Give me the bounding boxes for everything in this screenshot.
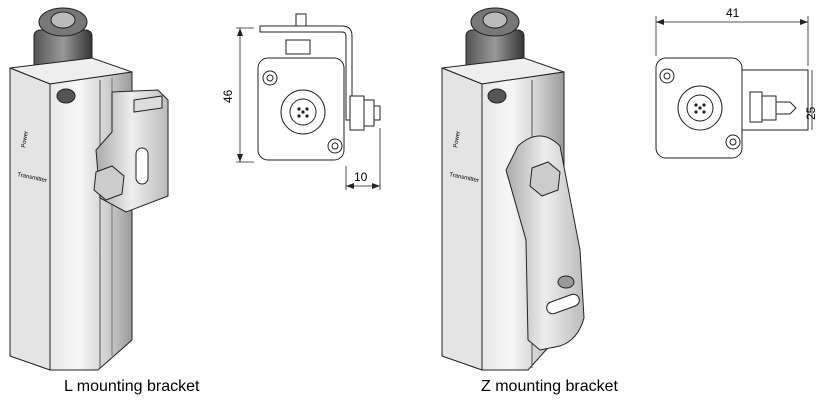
screw-icon: [56, 88, 76, 104]
l-bracket-drawing: 46 10: [221, 13, 381, 190]
bracket-slot: [135, 147, 149, 185]
bolt-icon: [93, 165, 125, 201]
power-label: Power: [21, 131, 30, 149]
bolt-icon-z: [529, 161, 561, 197]
z-bracket-perspective: Power Transmitter: [441, 7, 585, 371]
housing-body: [9, 67, 51, 371]
dim-25-label: 25: [804, 106, 816, 120]
dim-41-label: 41: [726, 6, 740, 20]
z-bracket-drawing: 41 25: [655, 6, 816, 159]
dim-10-label: 10: [354, 170, 368, 184]
power-label-z: Power: [453, 131, 462, 149]
z-bracket-plate: [505, 135, 585, 351]
l-bracket-caption: L mounting bracket: [64, 378, 200, 395]
dim-46-label: 46: [221, 89, 235, 103]
connector-pins: [50, 11, 76, 29]
z-bracket-caption: Z mounting bracket: [481, 378, 618, 395]
l-bracket-perspective: Power Transmitter: [9, 7, 169, 371]
